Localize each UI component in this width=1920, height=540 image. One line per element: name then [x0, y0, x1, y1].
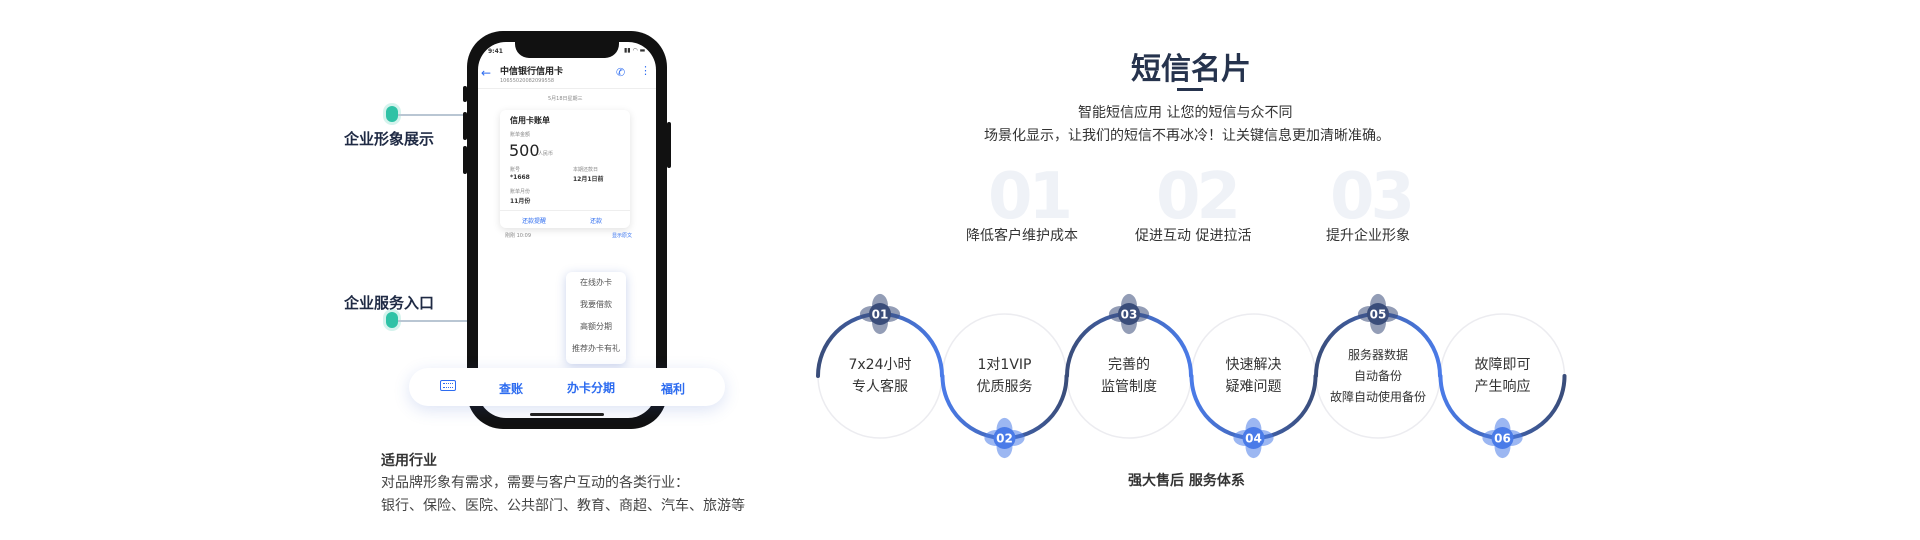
phone-side-button: [463, 112, 467, 140]
step-badge: 02: [984, 417, 1025, 459]
account-value: *1668: [510, 174, 530, 181]
step-text-line: 完善的: [1108, 357, 1150, 373]
bill-card-title: 信用卡账单: [510, 116, 550, 125]
step-badge: 04: [1233, 417, 1274, 459]
header-divider: [478, 88, 656, 89]
step-number: 03: [1121, 308, 1138, 322]
step-text: 完善的监管制度: [1059, 354, 1199, 398]
service-footer-label: 强大售后 服务体系: [1128, 473, 1245, 489]
due-label: 本期还款日: [573, 167, 599, 173]
repay-reminder-button[interactable]: 还款提醒: [522, 218, 547, 225]
step-text-line: 疑难问题: [1225, 379, 1282, 395]
month-label: 账单月份: [510, 189, 531, 195]
feature-item: 促进互动 促进拉活: [1135, 228, 1252, 244]
bill-card: [500, 110, 630, 228]
subtitle-line-2: 场景化显示，让我们的短信不再冰冷！让关键信息更加清晰准确。: [984, 128, 1390, 144]
feature-item: 提升企业形象: [1326, 228, 1410, 244]
step-text: 故障即可产生响应: [1433, 354, 1573, 398]
step-badge: 06: [1482, 417, 1523, 459]
bill-amount: 500: [509, 141, 540, 160]
callout-brand-pin: [386, 106, 398, 122]
step-text: 服务器数据自动备份故障自动使用备份: [1308, 345, 1448, 408]
title-underline: [1177, 88, 1203, 91]
step-text-line: 故障即可: [1474, 357, 1531, 373]
step-text-line: 自动备份: [1353, 368, 1402, 383]
step-number: 02: [996, 432, 1013, 446]
message-time: 刚刚 10:09: [505, 233, 531, 239]
step-text: 1对1VIP 优质服务: [935, 354, 1075, 398]
step-text: 7x24小时专人客服: [810, 354, 950, 398]
ghost-number: 01: [988, 160, 1073, 234]
card-button-divider: [500, 210, 630, 211]
service-popup-menu: 在线办卡 我要借款 高额分期 推荐办卡有礼: [566, 272, 626, 364]
menu-item-check-bill[interactable]: 查账: [499, 382, 524, 396]
step-text-line: 优质服务: [976, 379, 1033, 395]
step-number: 04: [1245, 432, 1262, 446]
menu-item-benefits[interactable]: 福利: [661, 382, 686, 396]
month-value: 11月份: [510, 198, 531, 205]
sender-name: 中信银行信用卡: [500, 67, 564, 77]
callout-service-pin: [386, 312, 398, 328]
repay-button[interactable]: 还款: [590, 218, 603, 225]
step-text-line: 快速解决: [1225, 357, 1282, 373]
popup-item[interactable]: 推荐办卡有礼: [572, 344, 620, 353]
status-icons: ▮▮ ◠ ▬: [624, 47, 646, 54]
ghost-number: 03: [1330, 160, 1415, 234]
popup-item[interactable]: 我要借款: [580, 300, 612, 309]
step-text-line: 服务器数据: [1347, 347, 1408, 362]
phone-side-button: [463, 146, 467, 174]
amount-unit: 人民币: [538, 151, 554, 157]
due-value: 12月1日前: [573, 176, 604, 183]
step-text-line: 产生响应: [1474, 379, 1531, 395]
step-text: 快速解决疑难问题: [1184, 354, 1324, 398]
step-text-line: 1对1VIP: [977, 357, 1032, 373]
home-indicator: [530, 413, 604, 416]
subtitle-line-1: 智能短信应用 让您的短信与众不同: [1078, 105, 1293, 121]
step-badge: 01: [859, 293, 901, 335]
callout-brand-line: [398, 114, 478, 116]
account-label: 账号: [510, 167, 521, 173]
phone-notch: [515, 40, 619, 58]
show-original-link[interactable]: 显示原文: [612, 233, 633, 239]
step-text-line: 故障自动使用备份: [1329, 389, 1426, 404]
back-arrow-icon[interactable]: ←: [481, 66, 492, 80]
step-text-line: 专人客服: [852, 379, 908, 395]
keyboard-icon[interactable]: [440, 380, 456, 391]
popup-item[interactable]: 在线办卡: [580, 278, 612, 287]
more-options-icon[interactable]: ⋮: [640, 64, 651, 77]
amount-label: 账单金额: [510, 132, 531, 138]
step-number: 06: [1494, 432, 1511, 446]
status-time: 9:41: [488, 48, 503, 55]
step-badge: 03: [1108, 293, 1150, 335]
industry-description: 对品牌形象有需求，需要与客户互动的各类行业：: [381, 475, 689, 491]
popup-item[interactable]: 高额分期: [580, 322, 612, 331]
industry-list: 银行、保险、医院、公共部门、教育、商超、汽车、旅游等: [381, 498, 745, 514]
industry-title: 适用行业: [381, 453, 437, 469]
menu-item-card-installment[interactable]: 办卡分期: [567, 381, 616, 395]
callout-service-label: 企业服务入口: [344, 294, 435, 312]
step-text-line: 7x24小时: [848, 357, 912, 373]
phone-side-button: [463, 86, 467, 102]
message-date: 5月18日星期三: [548, 96, 583, 102]
step-badge: 05: [1357, 293, 1399, 335]
callout-brand-label: 企业形象展示: [344, 130, 435, 148]
ghost-number: 02: [1156, 160, 1241, 234]
feature-item: 降低客户维护成本: [966, 228, 1078, 244]
step-number: 05: [1370, 308, 1387, 322]
step-text-line: 监管制度: [1101, 379, 1157, 395]
section-title: 短信名片: [1131, 52, 1251, 87]
step-number: 01: [872, 308, 889, 322]
service-menu-bar: [409, 368, 725, 406]
phone-call-icon[interactable]: ✆: [616, 66, 626, 79]
sender-number: 10655020082099558: [500, 78, 555, 84]
phone-power-button: [667, 122, 671, 168]
